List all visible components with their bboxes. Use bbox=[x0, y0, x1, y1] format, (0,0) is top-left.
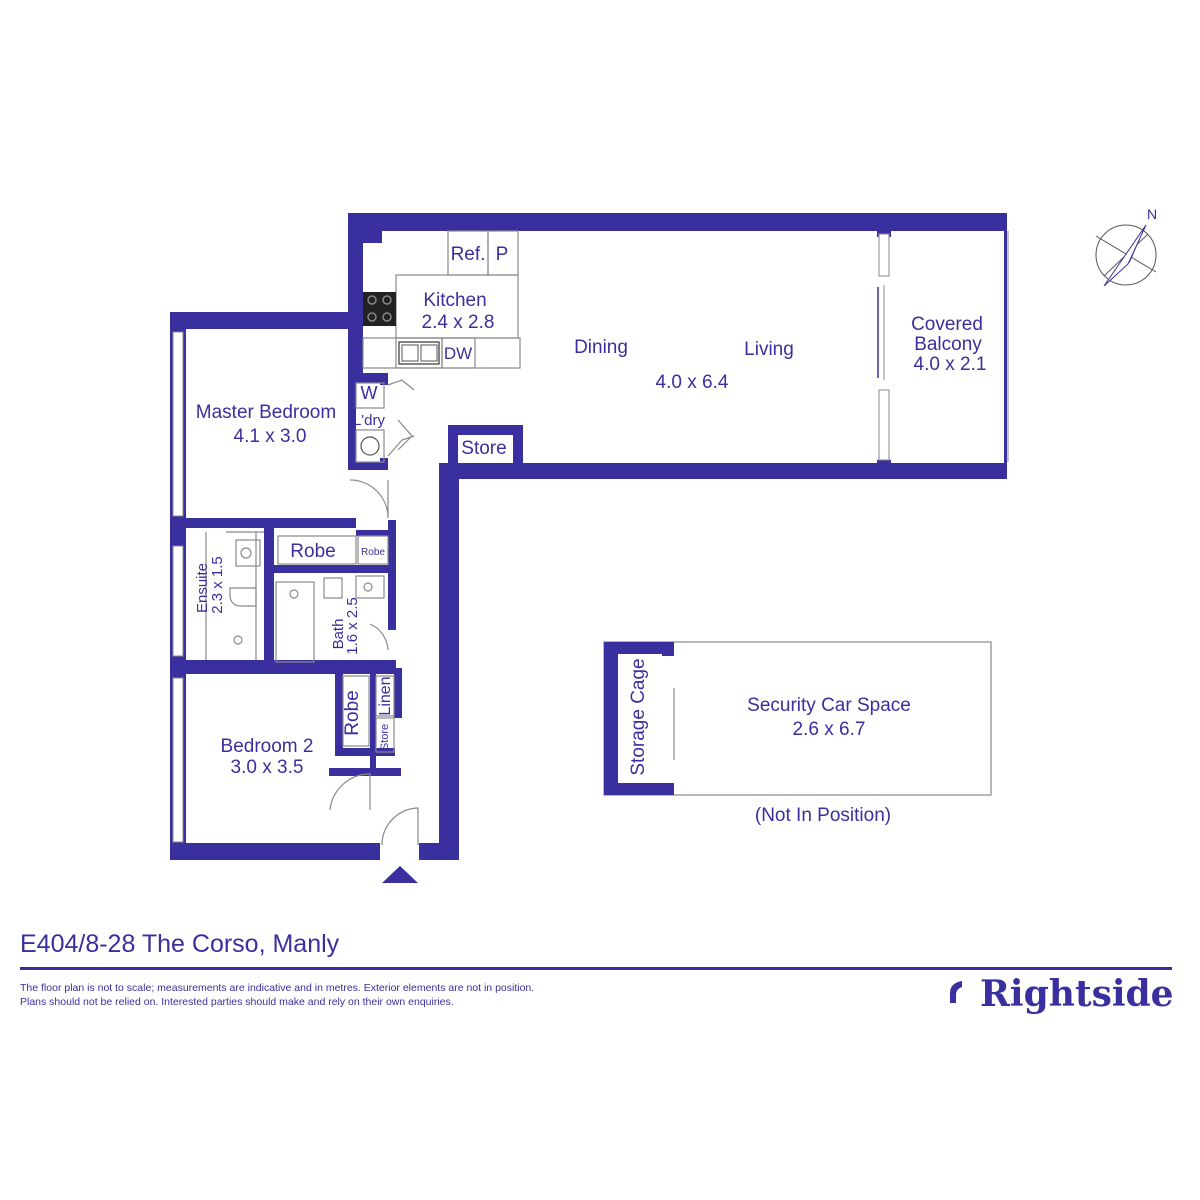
compass-north-arrow-icon bbox=[1095, 224, 1157, 287]
car-space-size: 2.6 x 6.7 bbox=[793, 719, 866, 740]
rotated-labels: Ensuite 2.3 x 1.5 Bath 1.6 x 2.5 Robe Li… bbox=[194, 556, 649, 775]
store-main-label: Store bbox=[461, 438, 506, 459]
balcony-name-2: Balcony bbox=[914, 334, 982, 355]
property-address: E404/8-28 The Corso, Manly bbox=[20, 930, 340, 958]
cooktop-icon bbox=[363, 292, 396, 326]
disclaimer-line-2: Plans should not be relied on. Intereste… bbox=[20, 996, 454, 1008]
toilet-icon bbox=[229, 587, 257, 607]
balcony-name-1: Covered bbox=[911, 314, 983, 335]
windows bbox=[172, 231, 1009, 843]
car-space-note: (Not In Position) bbox=[755, 805, 891, 826]
fridge-label: Ref. bbox=[451, 244, 486, 265]
entry-arrow-icon bbox=[382, 866, 418, 883]
bedroom-2-size: 3.0 x 3.5 bbox=[231, 757, 304, 778]
laundry-tub-icon bbox=[360, 436, 380, 456]
robe-master-label: Robe bbox=[290, 541, 335, 562]
footer-divider bbox=[20, 967, 1172, 970]
kitchen-size: 2.4 x 2.8 bbox=[422, 312, 495, 333]
master-bedroom-size: 4.1 x 3.0 bbox=[234, 426, 307, 447]
linen-label: Linen bbox=[377, 676, 394, 715]
laundry-label: L'dry bbox=[353, 412, 386, 429]
storage-cage-label: Storage Cage bbox=[628, 658, 649, 775]
disclaimer: The floor plan is not to scale; measurem… bbox=[20, 981, 534, 1009]
bathtub-icon bbox=[275, 581, 315, 663]
bathroom-fixtures bbox=[205, 479, 419, 846]
robe-small-label: Robe bbox=[361, 547, 385, 558]
room-labels: Ref. P Kitchen 2.4 x 2.8 DW Dining Livin… bbox=[196, 244, 987, 778]
car-space-labels: Security Car Space 2.6 x 6.7 (Not In Pos… bbox=[747, 695, 911, 826]
bath-size: 1.6 x 2.5 bbox=[344, 597, 361, 655]
robe-bed2-label: Robe bbox=[342, 690, 363, 735]
store-small-label: Store bbox=[379, 724, 391, 750]
kitchen-sink-icon bbox=[398, 341, 440, 365]
brand-name: Rightside bbox=[980, 973, 1174, 1015]
exterior-walls bbox=[170, 213, 1007, 860]
kitchen-fixtures bbox=[355, 230, 521, 463]
dishwasher-label: DW bbox=[444, 344, 472, 363]
north-label: N bbox=[1147, 206, 1157, 222]
master-bedroom-name: Master Bedroom bbox=[196, 402, 336, 423]
rightside-logo-mark bbox=[950, 981, 962, 1003]
disclaimer-line-1: The floor plan is not to scale; measurem… bbox=[20, 982, 535, 994]
ensuite-name: Ensuite bbox=[194, 563, 211, 613]
car-space-outline bbox=[603, 641, 992, 796]
car-space-name: Security Car Space bbox=[747, 695, 911, 716]
bath-name: Bath bbox=[330, 619, 347, 650]
dining-label: Dining bbox=[574, 337, 628, 358]
washer-label: W bbox=[361, 383, 378, 403]
living-label: Living bbox=[744, 339, 794, 360]
living-size: 4.0 x 6.4 bbox=[656, 372, 729, 393]
kitchen-name: Kitchen bbox=[423, 290, 486, 311]
ensuite-size: 2.3 x 1.5 bbox=[209, 556, 226, 614]
balcony-size: 4.0 x 2.1 bbox=[914, 354, 987, 375]
pantry-label: P bbox=[496, 244, 509, 265]
bedroom-2-name: Bedroom 2 bbox=[221, 736, 314, 757]
